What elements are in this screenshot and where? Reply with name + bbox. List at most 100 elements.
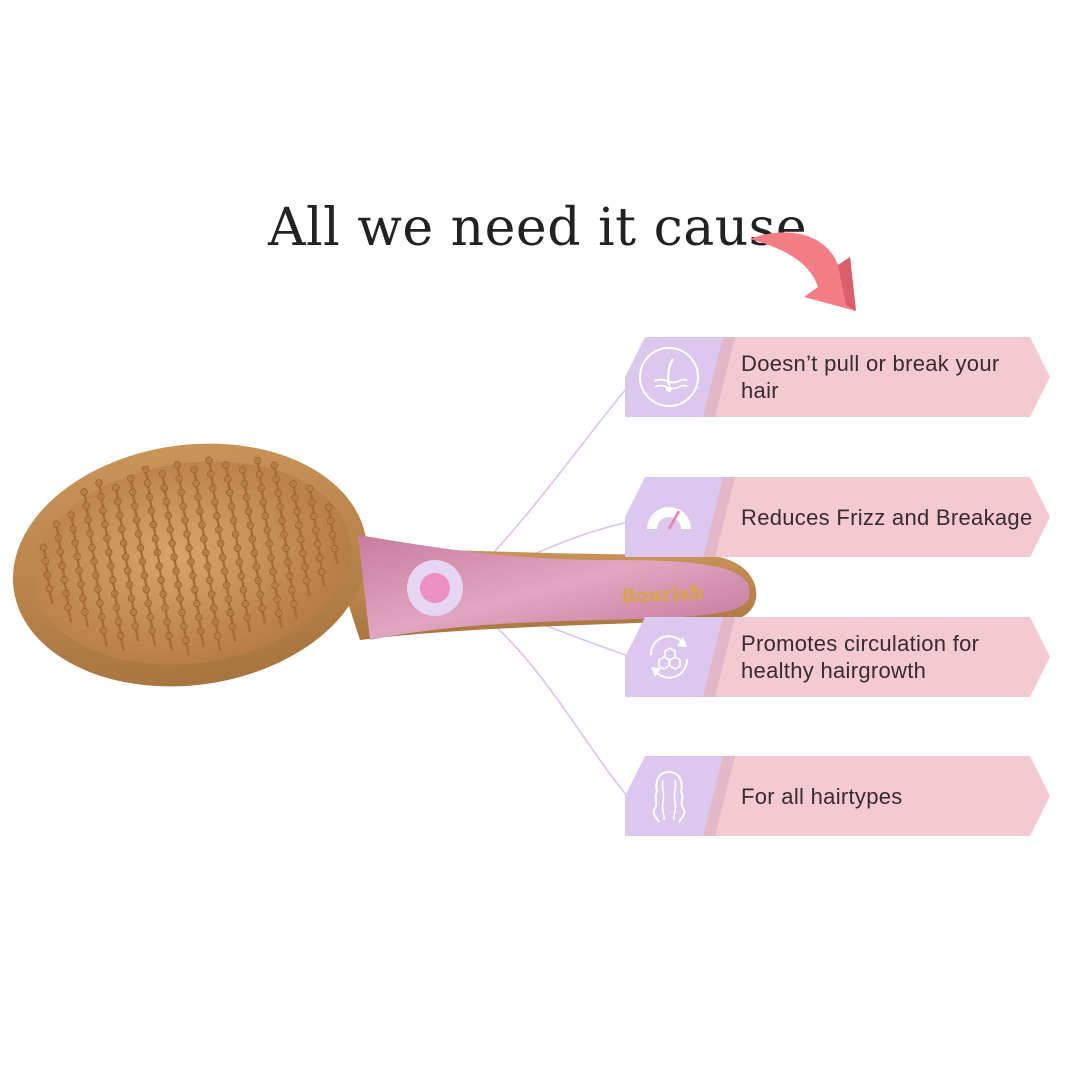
bristle-tip [119, 539, 128, 547]
bristle-tip [284, 558, 292, 567]
bristle-tip [205, 456, 213, 465]
bristle-tip [299, 549, 307, 557]
bristle-tip [95, 479, 103, 487]
bristle-tip [185, 544, 193, 552]
bristle-tip [253, 456, 262, 465]
bristle-tip [181, 516, 189, 524]
bristle-tip [132, 516, 141, 524]
bristle-tip [134, 530, 143, 538]
bristle-tip [173, 461, 182, 469]
bristle-tip [239, 586, 248, 594]
bristle-tip [215, 525, 223, 534]
bristle-tip [45, 585, 54, 593]
bristle-tip [242, 493, 251, 502]
bristle-tip [118, 525, 126, 533]
bristle-tip [153, 548, 162, 557]
feature-banner-4: For all hairtypes [625, 756, 1055, 836]
bristle-tip [226, 489, 234, 497]
bristle-tip [140, 571, 149, 580]
curved-arrow-icon [750, 232, 856, 311]
bristle-tip [112, 483, 120, 492]
bristle-tip [99, 626, 108, 635]
bristle-tip [301, 563, 309, 571]
bristle-tip [80, 488, 88, 496]
bristle-tip [326, 517, 335, 525]
bristle-tip [240, 479, 249, 488]
bristle-tip [211, 618, 220, 626]
bristle-tip [56, 548, 64, 556]
bristle-tip [182, 636, 190, 645]
bristle-tip [164, 511, 172, 520]
bristle-tip [158, 470, 167, 478]
bristle-tip [52, 520, 61, 528]
bristle-tip [123, 567, 132, 575]
bristle-tip [237, 572, 246, 580]
bristle-tip [125, 580, 134, 589]
bristle-tip [159, 590, 167, 598]
feature-banner-2: Reduces Frizz and Breakage [625, 477, 1055, 557]
bristle-tip [290, 600, 298, 608]
bristle-tip [103, 534, 111, 543]
bristle-tip [73, 552, 81, 561]
bristle-tip [330, 545, 339, 553]
bristle-tip [289, 480, 297, 488]
bristle-tip [222, 581, 231, 589]
bristle-tip [64, 603, 72, 612]
bristle-tip [82, 502, 90, 510]
bristle-tip [275, 609, 283, 617]
bristle-tip [107, 562, 115, 570]
bristle-tip [179, 502, 187, 511]
bristle-tip [244, 507, 253, 516]
bristle-tip [192, 479, 200, 488]
bristle-tip [252, 563, 260, 571]
bristle-tip [163, 618, 171, 626]
bristle-tip [209, 484, 217, 492]
bristle-tip [168, 539, 176, 547]
bristle-tip [293, 507, 301, 516]
bristle-tip [324, 503, 333, 511]
bristle-tip [286, 572, 294, 580]
headline: All we need it cause [268, 198, 808, 258]
bristle-tip [194, 493, 202, 501]
bristle-tip [211, 498, 219, 506]
bristle-tip [222, 461, 230, 469]
bristle-tip [328, 531, 337, 539]
bristle-tip [112, 603, 121, 612]
bristle-tip [39, 543, 48, 551]
bristle-tip [243, 613, 251, 622]
bristle-tip [62, 589, 70, 598]
bristle-tip [67, 511, 75, 519]
bristle-tip [180, 622, 188, 631]
bristle-tip [250, 549, 259, 557]
bristle-tip [315, 554, 324, 562]
bristle-tip [58, 562, 66, 570]
bristle-tip [174, 581, 182, 589]
feature-text: Doesn’t pull or break your hair [741, 351, 1000, 403]
bristle-tip [144, 599, 152, 607]
bristle-tip [288, 586, 296, 594]
circulation-icon [649, 635, 689, 679]
bristle-tip [317, 568, 326, 576]
bristle-tip [191, 585, 199, 594]
bristle-tip [295, 521, 303, 530]
bristle-tip [116, 631, 125, 640]
bristle-tip [165, 631, 173, 640]
bristle-tip [255, 470, 264, 479]
feature-text: Promotes circulation for healthy hairgro… [741, 631, 980, 683]
bristle-tip [41, 557, 50, 565]
bristle-tip [189, 572, 197, 580]
bristle-tip [162, 498, 171, 506]
bristle-tip [175, 474, 183, 483]
bristle-tip [310, 512, 318, 521]
bristle-tip [54, 534, 63, 542]
bristle-tip [272, 475, 280, 483]
bristle-tip [157, 576, 165, 584]
bristle-tip [136, 544, 145, 552]
bristle-tip [178, 608, 186, 617]
bristle-tip [312, 526, 320, 534]
feature-text: For all hairtypes [741, 783, 903, 809]
bristle-tip [256, 590, 264, 599]
bristle-tip [269, 567, 277, 576]
bristle-tip [101, 520, 109, 529]
bristle-tip [257, 484, 266, 493]
